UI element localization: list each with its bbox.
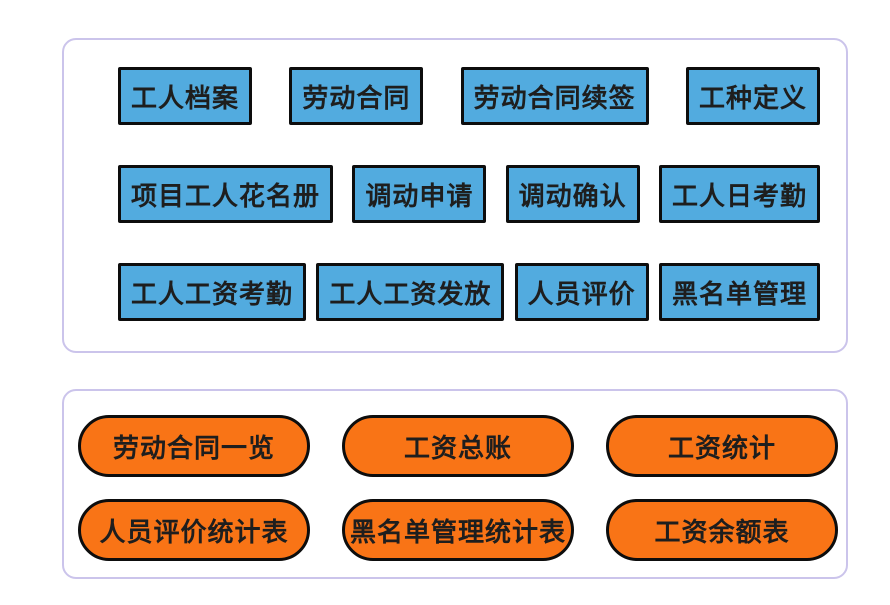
button-row-2: 项目工人花名册 调动申请 调动确认 工人日考勤: [118, 165, 820, 223]
report-buttons-panel: 劳动合同一览 工资总账 工资统计 人员评价统计表 黑名单管理统计表 工资余额表: [62, 389, 848, 579]
labor-contract-overview-button[interactable]: 劳动合同一览: [78, 415, 310, 477]
job-type-definition-button[interactable]: 工种定义: [685, 67, 820, 125]
worker-wage-attendance-button[interactable]: 工人工资考勤: [118, 263, 307, 321]
report-row-1: 劳动合同一览 工资总账 工资统计: [78, 415, 838, 477]
personnel-evaluation-report-button[interactable]: 人员评价统计表: [78, 499, 310, 561]
module-buttons-panel: 工人档案 劳动合同 劳动合同续签 工种定义 项目工人花名册 调动申请 调动确认 …: [62, 38, 848, 353]
report-row-2: 人员评价统计表 黑名单管理统计表 工资余额表: [78, 499, 838, 561]
blacklist-management-button[interactable]: 黑名单管理: [658, 263, 820, 321]
labor-contract-button[interactable]: 劳动合同: [289, 67, 424, 125]
personnel-evaluation-button[interactable]: 人员评价: [514, 263, 649, 321]
blacklist-management-report-button[interactable]: 黑名单管理统计表: [342, 499, 574, 561]
button-row-1: 工人档案 劳动合同 劳动合同续签 工种定义: [118, 67, 820, 125]
labor-contract-renewal-button[interactable]: 劳动合同续签: [460, 67, 649, 125]
wage-statistics-button[interactable]: 工资统计: [606, 415, 838, 477]
wage-ledger-button[interactable]: 工资总账: [342, 415, 574, 477]
transfer-confirmation-button[interactable]: 调动确认: [505, 165, 640, 223]
worker-daily-attendance-button[interactable]: 工人日考勤: [658, 165, 820, 223]
worker-wage-payment-button[interactable]: 工人工资发放: [316, 263, 505, 321]
button-row-3: 工人工资考勤 工人工资发放 人员评价 黑名单管理: [118, 263, 820, 321]
wage-balance-report-button[interactable]: 工资余额表: [606, 499, 838, 561]
transfer-application-button[interactable]: 调动申请: [352, 165, 487, 223]
project-worker-roster-button[interactable]: 项目工人花名册: [118, 165, 334, 223]
worker-archive-button[interactable]: 工人档案: [118, 67, 253, 125]
